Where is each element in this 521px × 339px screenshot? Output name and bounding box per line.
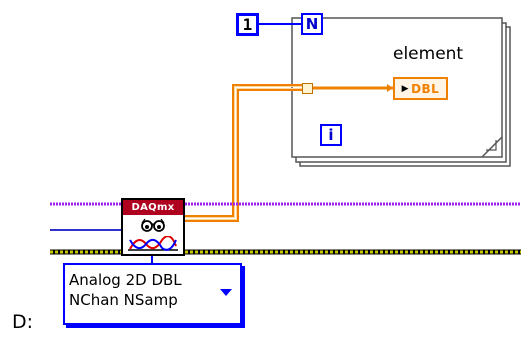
daqmx-header: DAQmx: [123, 200, 183, 215]
waveform-icon: [128, 236, 178, 251]
polymorphic-instance-selector[interactable]: Analog 2D DBL NChan NSamp: [63, 263, 242, 325]
glasses-icon: [141, 218, 165, 232]
daqmx-read-vi[interactable]: DAQmx: [121, 198, 185, 256]
dropdown-arrow-icon[interactable]: [220, 289, 232, 297]
drive-label: D:: [12, 311, 34, 333]
array-wire-2d[interactable]: [185, 84, 302, 222]
iteration-terminal[interactable]: i: [320, 124, 342, 146]
indicator-type-label: DBL: [411, 81, 440, 96]
selector-text: Analog 2D DBL NChan NSamp: [69, 270, 182, 310]
element-label: element: [393, 44, 464, 64]
element-wire[interactable]: [313, 84, 393, 92]
count-terminal[interactable]: N: [301, 13, 323, 35]
count-constant[interactable]: 1: [236, 13, 259, 36]
selector-line-1: Analog 2D DBL: [69, 271, 182, 289]
indicator-arrow-icon: ▶: [401, 83, 410, 94]
selector-line-2: NChan NSamp: [69, 291, 178, 309]
element-indicator[interactable]: ▶ DBL: [393, 77, 448, 100]
auto-index-tunnel[interactable]: [302, 83, 313, 94]
